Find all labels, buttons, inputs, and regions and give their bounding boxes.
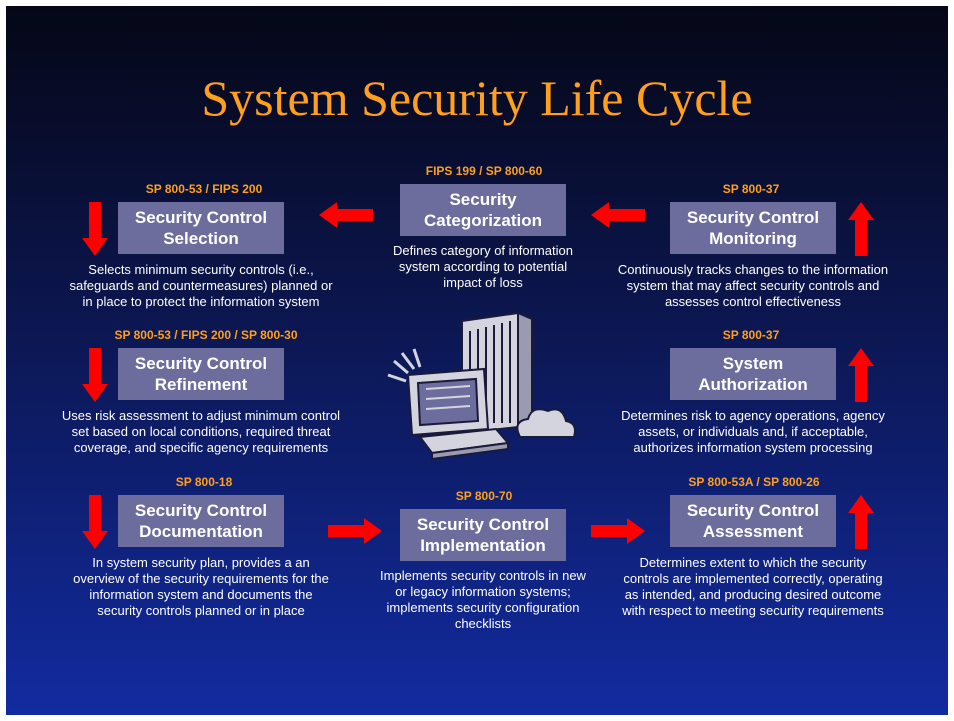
implementation-reference: SP 800-70 [455,489,513,503]
categorization-reference: FIPS 199 / SP 800-60 [425,164,543,178]
arrow-monitoring-to-categorization-icon [591,202,645,228]
computer-workstation-icon [387,311,576,461]
security-control-implementation-box: Security Control Implementation [400,509,566,561]
arrow-implementation-to-assessment-icon [591,518,645,544]
documentation-reference: SP 800-18 [175,475,233,489]
arrow-categorization-to-selection-icon [319,202,373,228]
assessment-description: Determines extent to which the security … [622,555,884,618]
monitoring-description: Continuously tracks changes to the infor… [617,262,889,309]
monitoring-reference: SP 800-37 [722,182,780,196]
arrow-authorization-up-icon [848,348,874,402]
security-control-monitoring-box: Security Control Monitoring [670,202,836,254]
security-control-assessment-box: Security Control Assessment [670,495,836,547]
refinement-reference: SP 800-53 / FIPS 200 / SP 800-30 [114,328,298,342]
arrow-selection-down-icon [82,202,108,256]
security-control-documentation-box: Security Control Documentation [118,495,284,547]
authorization-description: Determines risk to agency operations, ag… [621,408,885,455]
assessment-reference: SP 800-53A / SP 800-26 [688,475,820,489]
security-control-refinement-box: Security Control Refinement [118,348,284,400]
selection-description: Selects minimum security controls (i.e.,… [69,262,333,309]
arrow-assessment-up-icon [848,495,874,549]
slide-title: System Security Life Cycle [201,70,753,126]
arrow-monitoring-up-icon [848,202,874,256]
security-categorization-box: Security Categorization [400,184,566,236]
categorization-description: Defines category of information system a… [393,243,573,290]
refinement-description: Uses risk assessment to adjust minimum c… [61,408,341,455]
implementation-description: Implements security controls in new or l… [380,568,586,631]
arrow-refinement-down-icon [82,348,108,402]
security-control-selection-box: Security Control Selection [118,202,284,254]
arrow-documentation-to-implementation-icon [328,518,382,544]
authorization-reference: SP 800-37 [722,328,780,342]
documentation-description: In system security plan, provides a an o… [73,555,329,618]
system-authorization-box: System Authorization [670,348,836,400]
arrow-documentation-down-icon [82,495,108,549]
selection-reference: SP 800-53 / FIPS 200 [145,182,263,196]
slide-background: System Security Life Cycle FIPS 199 / SP… [6,6,948,715]
